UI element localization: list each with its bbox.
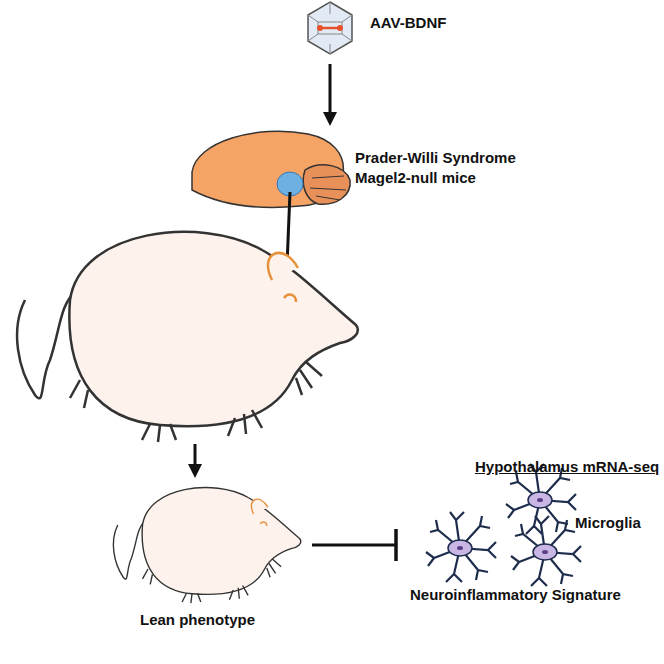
node-label: Neuroinflammatory Signature: [410, 585, 621, 605]
arrow-connector: [323, 64, 337, 126]
node-label: Lean phenotype: [140, 610, 255, 630]
illustrated-node: Prader-Willi Syndrome Magel2-null mice: [190, 128, 550, 210]
node-label: Microglia: [575, 513, 641, 533]
node-label: AAV-BDNF: [370, 13, 446, 33]
illustrated-node: AAV-BDNF: [300, 0, 520, 62]
node-label: Prader-Willi Syndrome Magel2-null mice: [355, 148, 533, 187]
illustrated-node: Hypothalamus mRNA-seqMicrogliaNeuroinfla…: [400, 455, 660, 615]
heading: Hypothalamus mRNA-seq: [475, 457, 659, 477]
inhibition-connector: [312, 529, 396, 561]
illustrated-node: Lean phenotype: [100, 478, 310, 638]
